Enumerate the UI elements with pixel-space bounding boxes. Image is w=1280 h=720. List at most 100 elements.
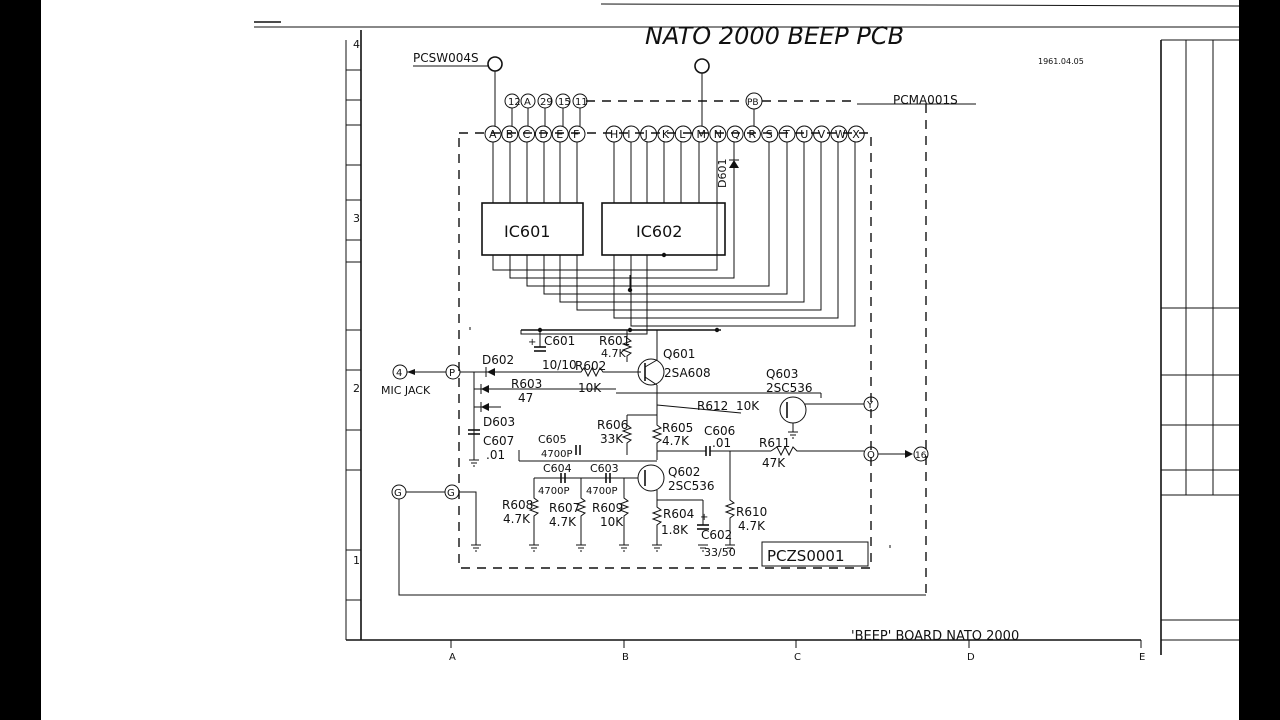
r610-resistor [724,451,736,545]
c607-label: C607 [483,434,514,448]
d603-diode [481,403,489,411]
svg-text:G: G [447,488,455,499]
pin-label: M [697,128,707,141]
pin-label: X [852,128,860,141]
margin-note: 1961.04.05 [1038,57,1084,66]
r611-label: R611 [759,436,790,450]
r606-label: R606 [597,418,628,432]
pin-m [692,125,709,143]
q603-transistor [779,396,807,424]
q602-type: 2SC536 [668,479,715,493]
schematic-sheet: 4 3 2 1 A B C D E NATO 2000 BEEP PCB 196… [41,0,1239,720]
y-terminal [863,396,879,412]
pin-label: V [818,128,826,141]
grid-row-label: 4 [353,38,360,51]
svg-text:16: 16 [915,451,927,461]
pin-label: D [539,128,547,141]
r602-value: 10K [578,381,602,395]
r604-resistor [651,500,663,545]
c605-label: C605 [538,433,567,446]
r612-value: 10K [736,399,760,413]
out-terminal [913,446,929,462]
r604-label: R604 [663,507,694,521]
r606-value: 33K [600,432,624,446]
svg-text:PB: PB [747,98,759,108]
r603-value: 47 [518,391,533,405]
q601-transistor [637,358,665,386]
pin-label: N [714,128,722,141]
pin-label: K [662,128,670,141]
d603-label: D603 [483,415,515,429]
r601-resistor [621,330,633,362]
c603-value: 4700P [586,486,617,497]
r611-value: 47K [762,456,786,470]
pin-r [743,125,761,143]
pin-x [847,125,865,143]
q602-transistor [637,464,665,492]
grid-col-label: E [1139,652,1145,663]
pin-label: L [679,128,686,141]
r601-label: R601 [599,334,630,348]
c602-label: C602 [701,528,732,542]
pin-label: B [506,128,514,141]
footer-label: 'BEEP' BOARD NATO 2000 [851,629,1019,644]
pin-w [830,125,848,143]
connector-pcsw004s: PCSW004S [413,51,479,65]
pin-label: H [610,128,618,141]
r610-label: R610 [736,505,767,519]
pin-q [726,125,744,143]
c607-value: .01 [486,448,505,462]
q603-label: Q603 [766,367,798,381]
pin-label: Q [731,128,740,141]
grid-col-label: A [449,652,456,663]
c605-value: 4700P [541,449,572,460]
pcb-outline [458,132,872,569]
pin-n [709,125,727,143]
r605-label: R605 [662,421,693,435]
mic-jack-label: MIC JACK [381,384,431,397]
ground-symbols [469,431,798,552]
r605-value: 4.7K [662,434,690,448]
r607-resistor [575,478,587,545]
pin-label: J [644,128,648,141]
r611-resistor [770,445,864,457]
ic601-block [481,202,584,256]
c602-value: 33/50 [704,546,736,559]
sheet-top-edge [600,3,1239,7]
c604-label: C604 [543,462,572,475]
r609-value: 10K [600,515,624,529]
r609-resistor [618,478,630,545]
grid-row-label: 3 [353,212,360,225]
pin-label: E [556,128,563,141]
r605-resistor [651,405,663,460]
pin-label: F [573,128,579,141]
pin-label: C [523,128,531,141]
ic602-label: IC602 [636,222,682,241]
svg-text:11: 11 [575,97,588,108]
r609-label: R609 [592,501,623,515]
r602-resistor [511,366,641,378]
pin-s [761,125,779,143]
c603-label: C603 [590,462,619,475]
pin-v [813,125,831,143]
board-id-box [761,541,869,567]
q603-type: 2SC536 [766,381,813,395]
c601-value: 10/10 [542,358,577,372]
r601-value: 4.7K [601,347,626,360]
pin-j [640,125,658,143]
svg-text:29: 29 [540,97,553,108]
svg-text:+: + [700,512,708,523]
q601-label: Q601 [663,347,695,361]
grid-row-label: 1 [353,554,360,567]
pin-label: S [766,128,773,141]
svg-text:15: 15 [558,97,571,108]
r608-label: R608 [502,498,533,512]
board-id: PCZS0001 [767,547,845,565]
pin-label: A [489,128,497,141]
c606-label: C606 [704,424,735,438]
r607-value: 4.7K [549,515,577,529]
ic601-label: IC601 [504,222,550,241]
pin-i [622,125,640,143]
r607-label: R607 [549,501,580,515]
